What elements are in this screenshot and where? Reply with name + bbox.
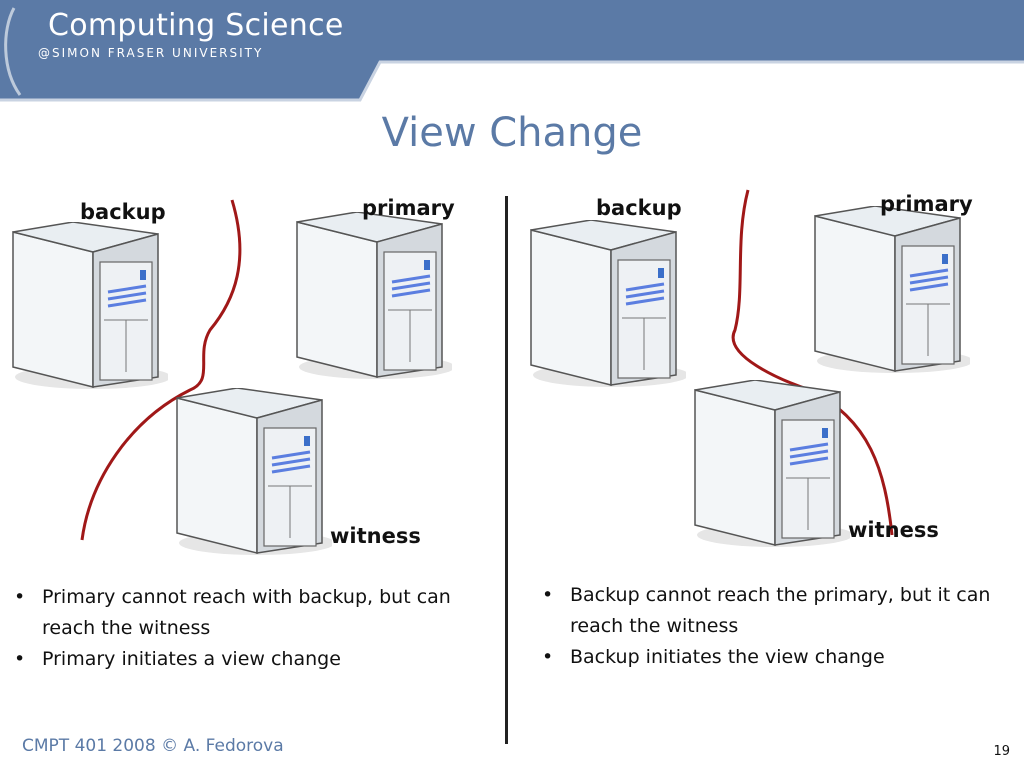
page-number: 19: [993, 744, 1010, 759]
brand-title: Computing Science: [48, 8, 344, 43]
header-banner: Computing Science @SIMON FRASER UNIVERSI…: [0, 0, 1024, 110]
banner-graphic: [0, 0, 1024, 102]
label-backup-right: backup: [596, 196, 682, 220]
server-icon: [530, 220, 686, 387]
center-divider: [505, 196, 508, 744]
label-witness-left: witness: [330, 524, 421, 548]
left-bullet-2: Primary initiates a view change: [8, 644, 468, 675]
server-icon: [12, 222, 168, 389]
server-icon: [814, 206, 970, 373]
right-bullet-list: Backup cannot reach the primary, but it …: [536, 580, 1006, 673]
left-bullet-1: Primary cannot reach with backup, but ca…: [8, 582, 468, 644]
label-witness-right: witness: [848, 518, 939, 542]
partition-curves: [80, 189, 894, 541]
slide-title: View Change: [381, 110, 643, 156]
right-bullet-2: Backup initiates the view change: [536, 642, 1006, 673]
right-bullet-1: Backup cannot reach the primary, but it …: [536, 580, 1006, 642]
diagram-area: backup primary witness backup primary wi…: [0, 180, 1024, 560]
server-icon: [296, 212, 452, 379]
label-primary-right: primary: [880, 192, 973, 216]
brand-subtitle: @SIMON FRASER UNIVERSITY: [38, 46, 264, 60]
server-icon: [694, 380, 850, 547]
label-backup-left: backup: [80, 200, 166, 224]
label-primary-left: primary: [362, 196, 455, 220]
server-icon: [176, 388, 332, 555]
left-bullet-list: Primary cannot reach with backup, but ca…: [8, 582, 468, 675]
footer-course: CMPT 401 2008 © A. Fedorova: [22, 736, 284, 756]
